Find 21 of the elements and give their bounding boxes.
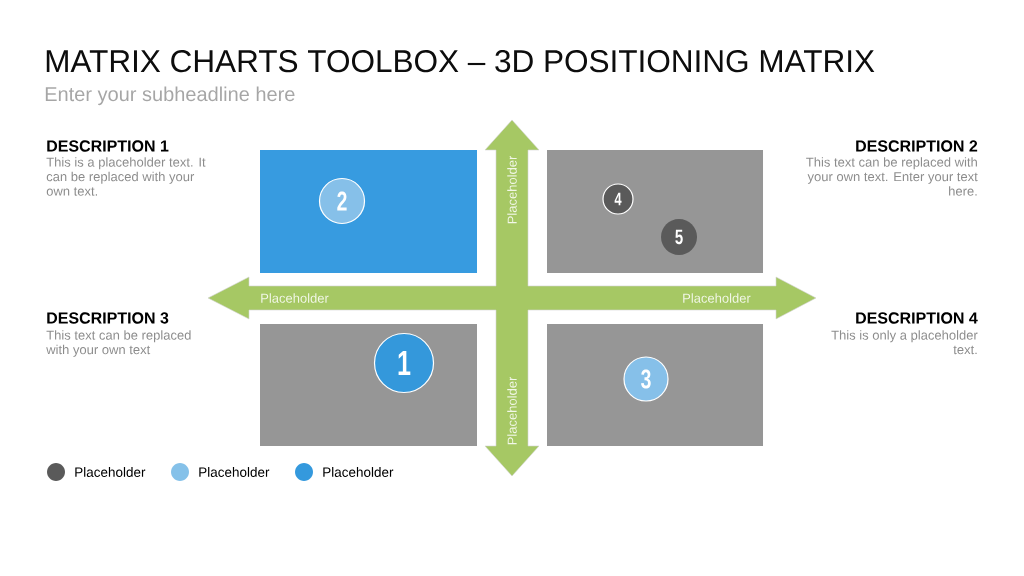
axis-label: Placeholder xyxy=(507,376,517,445)
heading: DESCRIPTION 4 xyxy=(856,312,978,324)
legend-label: Placeholder xyxy=(199,467,270,477)
legend-label: Placeholder xyxy=(323,467,394,477)
body-text: This text can be replaced with your own text. Enter your text here. xyxy=(806,157,978,196)
axis-label: Placeholder xyxy=(507,155,517,224)
legend-label: Placeholder xyxy=(75,467,146,477)
heading: DESCRIPTION 1 xyxy=(47,140,169,152)
heading: DESCRIPTION 2 xyxy=(856,140,978,152)
axis-label: Placeholder xyxy=(683,293,751,303)
body-text: This is a placeholder text. It can be replaced with your own text. xyxy=(46,157,206,196)
title: MATRIX CHARTS TOOLBOX – 3D POSITIONING MATRIX xyxy=(46,50,875,73)
body-text: This text can be replaced with your own text xyxy=(46,330,191,357)
quadrant-box xyxy=(547,324,763,446)
quadrant-box xyxy=(260,324,477,446)
heading: DESCRIPTION 3 xyxy=(47,312,169,324)
axis-label: Placeholder xyxy=(261,293,329,303)
body-text: This is only a placeholder text. xyxy=(831,330,978,355)
quadrant-box xyxy=(260,150,477,273)
quadrant-box xyxy=(547,150,763,273)
subtitle: Enter your subheadline here xyxy=(45,86,295,106)
